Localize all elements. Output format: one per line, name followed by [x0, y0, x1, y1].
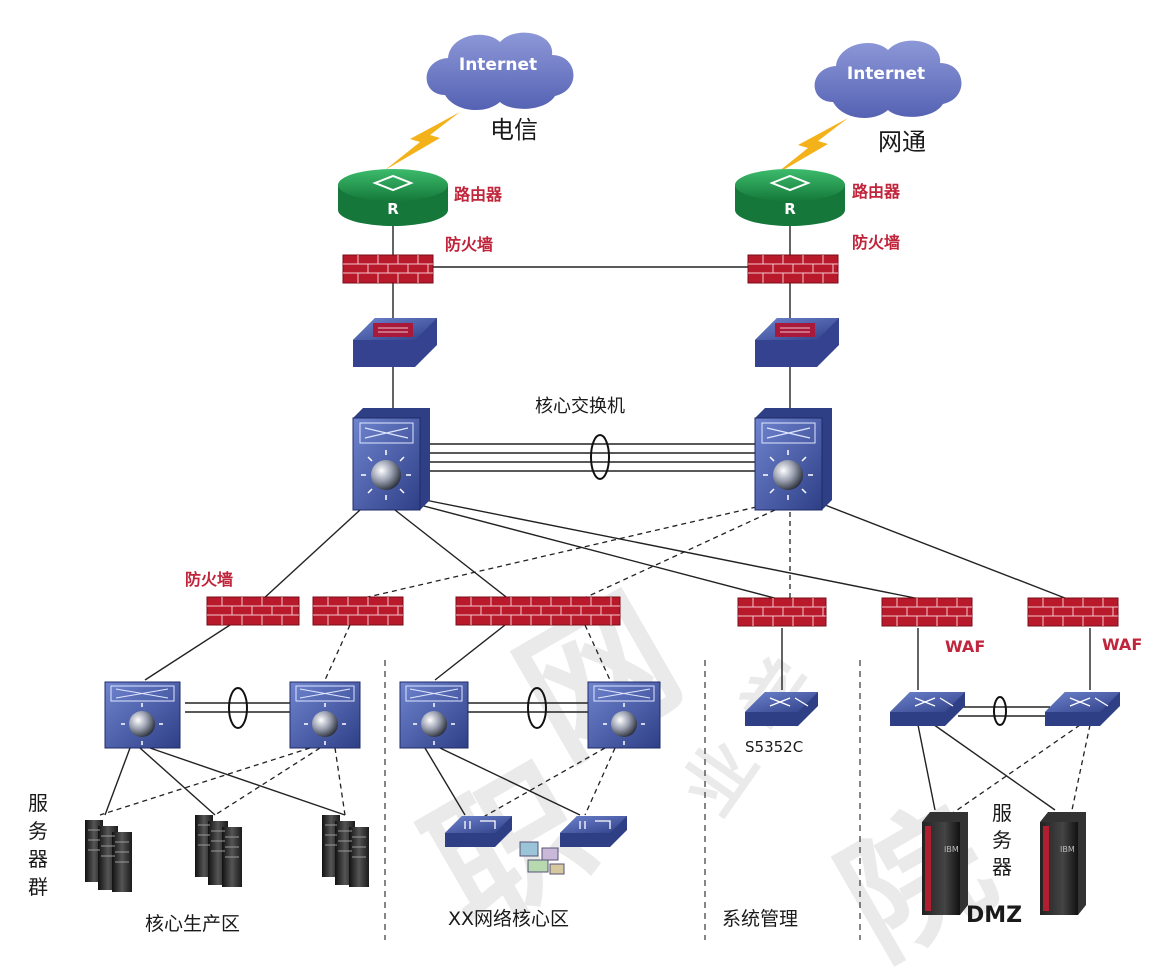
firewall-icon	[312, 596, 404, 626]
workstation-cluster-icon	[519, 841, 565, 875]
link-aggregation-ring	[590, 434, 610, 480]
cloud-icon: Internet	[426, 32, 574, 111]
svg-text:器: 器	[992, 855, 1012, 879]
vpn-gateway-icon	[353, 318, 437, 367]
svg-text:群: 群	[28, 875, 48, 899]
distribution-switch-icon	[399, 681, 469, 749]
core-switch-icon	[754, 408, 832, 511]
svg-text:务: 务	[992, 828, 1012, 852]
waf-label-left: WAF	[945, 637, 985, 656]
watermark-char: 院	[816, 778, 1019, 979]
firewall-icon	[206, 596, 300, 626]
firewall-icon	[737, 597, 827, 627]
zone-label-dmz: DMZ	[966, 903, 1022, 928]
zone-label-system-mgmt: 系统管理	[722, 908, 798, 930]
solid-links	[104, 225, 1091, 816]
dashed-links	[99, 504, 1091, 821]
waf-label-right: WAF	[1102, 635, 1142, 654]
firewall-label-left: 防火墙	[445, 235, 493, 254]
ibm-server-icon: IBM	[922, 812, 968, 915]
link-aggregation-ring	[527, 687, 547, 729]
access-switch-icon	[890, 692, 965, 726]
firewall-label-lower: 防火墙	[185, 570, 233, 589]
firewall-icon	[747, 254, 839, 284]
svg-text:IBM: IBM	[944, 845, 959, 854]
firewall-icon	[1027, 597, 1119, 627]
router-label-left: 路由器	[454, 185, 503, 204]
distribution-switch-icon	[104, 681, 181, 749]
zone-label-network-core: XX网络核心区	[448, 908, 569, 930]
s5352c-label: S5352C	[745, 738, 803, 756]
core-switch-icon	[352, 408, 430, 511]
ibm-server-icon: IBM	[1040, 812, 1086, 915]
internet-label-right: Internet	[847, 64, 925, 84]
svg-text:IBM: IBM	[1060, 845, 1075, 854]
isp-label-left: 电信	[490, 116, 538, 144]
router-icon: R	[338, 169, 448, 226]
distribution-switch-icon	[587, 681, 661, 749]
isp-label-right: 网通	[878, 128, 926, 156]
server-rack-icon	[322, 815, 369, 887]
firewall-label-right: 防火墙	[852, 233, 900, 252]
zone-label-core-production: 核心生产区	[145, 913, 240, 935]
ethernet-switch-icon	[560, 816, 627, 847]
svg-text:R: R	[784, 200, 796, 218]
router-icon: R	[735, 169, 845, 226]
link-aggregation-ring	[228, 687, 248, 729]
server-rack-icon	[195, 815, 242, 887]
access-switch-icon	[745, 692, 818, 726]
svg-text:器: 器	[28, 847, 48, 871]
vpn-gateway-icon	[755, 318, 839, 367]
access-switch-icon	[1045, 692, 1120, 726]
svg-text:务: 务	[28, 819, 48, 843]
link-aggregation-rings	[228, 434, 1007, 729]
internet-label-left: Internet	[459, 55, 537, 75]
core-switch-label: 核心交换机	[535, 396, 625, 417]
dmz-server-label: 服 务 器	[992, 801, 1012, 879]
server-group-label: 服 务 器 群	[28, 791, 48, 899]
ethernet-switch-icon	[445, 816, 512, 847]
link-aggregation-ring	[993, 696, 1007, 726]
distribution-switch-icon	[289, 681, 361, 749]
zone-separators	[384, 660, 861, 940]
firewall-icon	[881, 597, 973, 627]
svg-text:服: 服	[28, 791, 48, 815]
lightning-icon	[773, 118, 848, 176]
lightning-icon	[385, 112, 460, 170]
svg-text:R: R	[387, 200, 399, 218]
firewall-icon	[342, 254, 434, 284]
svg-text:服: 服	[992, 801, 1012, 825]
cloud-icon: Internet	[814, 40, 962, 118]
firewall-icon	[455, 596, 621, 626]
router-label-right: 路由器	[852, 182, 901, 201]
server-rack-icon	[85, 820, 132, 892]
